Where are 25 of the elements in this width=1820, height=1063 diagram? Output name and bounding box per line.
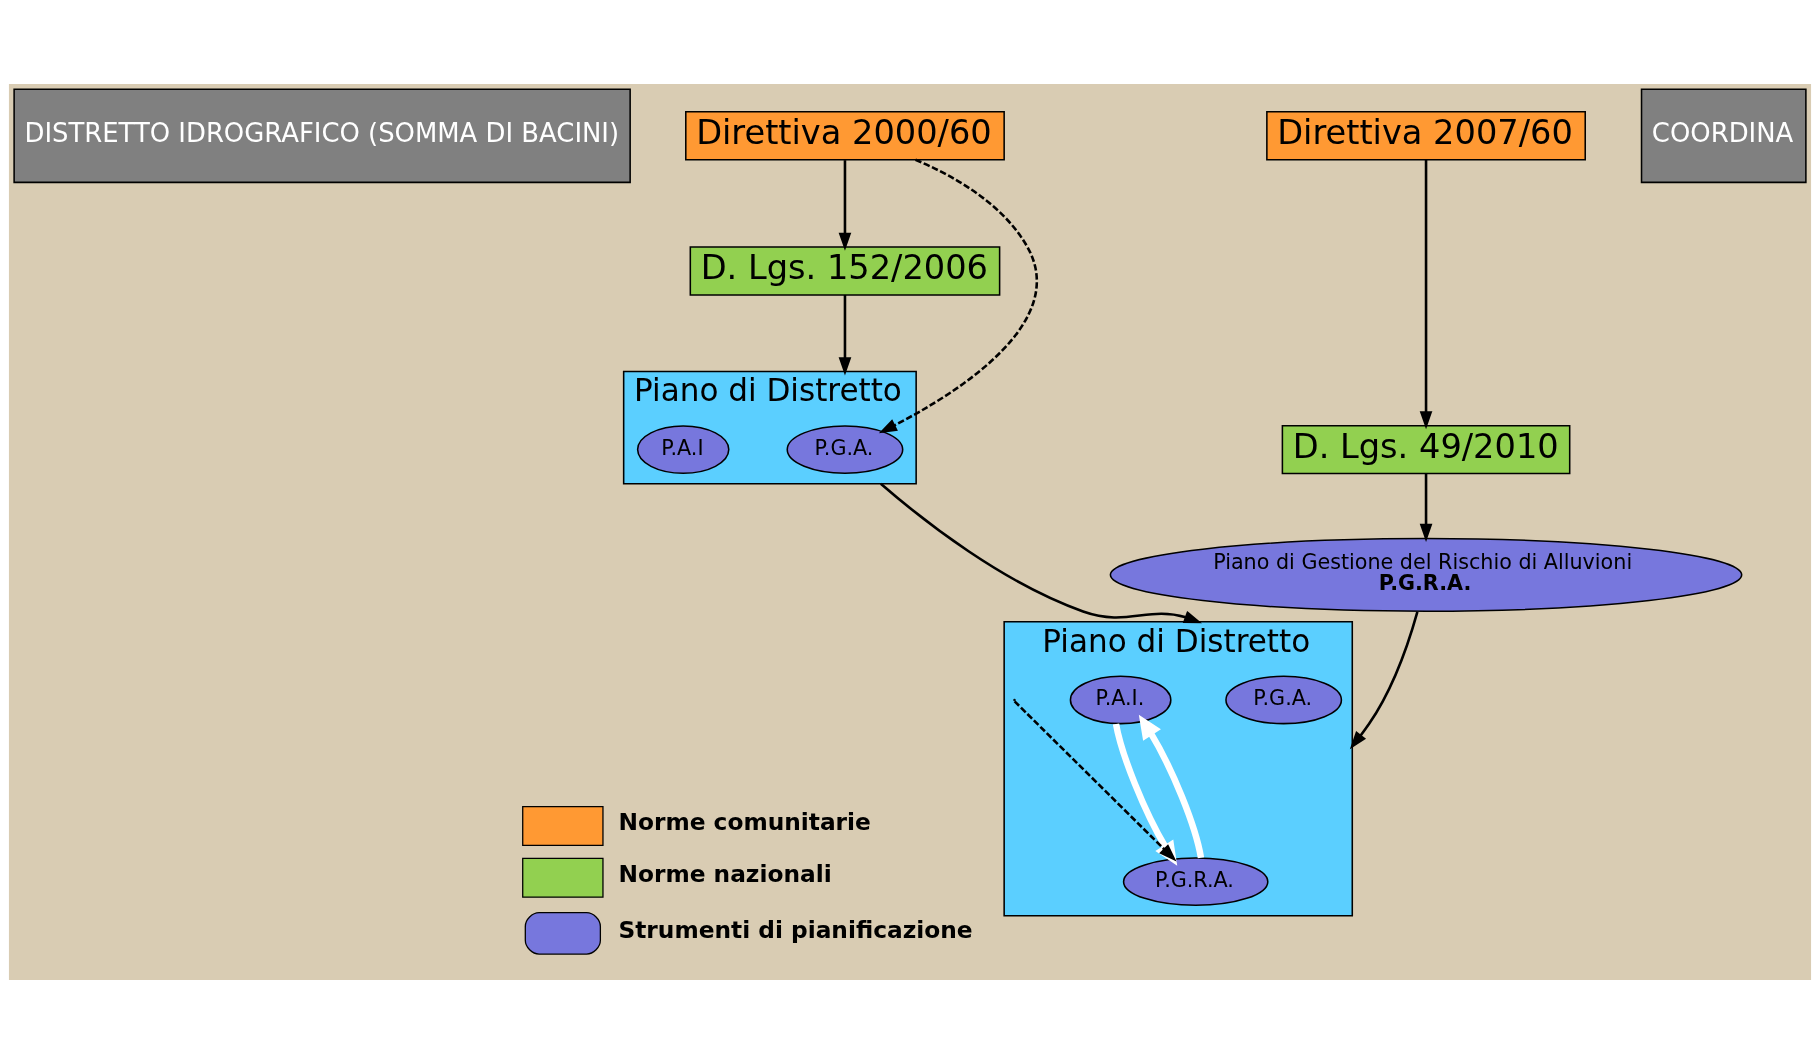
legend-label: Norme comunitarie [618,807,871,835]
node-box: COORDINA [1640,87,1807,183]
node-box: Direttiva 2007/60 [1266,110,1586,160]
node-ellipse: P.G.R.A. [1122,856,1269,906]
node-box: D. Lgs. 49/2010 [1281,424,1571,474]
node-ellipse: Piano di Gestione del Rischio di Alluvioni P.G.R.A. [1109,537,1743,612]
arrow [878,158,1038,433]
node-ellipse: P.G.A. [786,424,904,474]
node-box: D. Lgs. 152/2006 [689,245,1001,296]
legend-label: Norme nazionali [618,859,832,887]
node-ellipse: P.G.A. [1225,675,1343,724]
arrow [1419,473,1433,542]
arrow [879,482,1202,623]
arrow [1138,714,1205,858]
arrow [1112,722,1178,866]
legend-label: Strumenti di pianificazione [618,915,973,943]
node-box: DISTRETTO IDROGRAFICO (SOMMA DI BACINI) [13,87,631,183]
arrow [838,159,852,251]
node-box: Direttiva 2000/60 [685,110,1005,160]
arrow [1349,610,1419,749]
arrow [1419,159,1433,429]
arrow [838,294,852,375]
arrow [1013,699,1178,866]
node-ellipse: P.A.I. [1069,675,1172,724]
node-ellipse: P.A.I [636,424,730,474]
